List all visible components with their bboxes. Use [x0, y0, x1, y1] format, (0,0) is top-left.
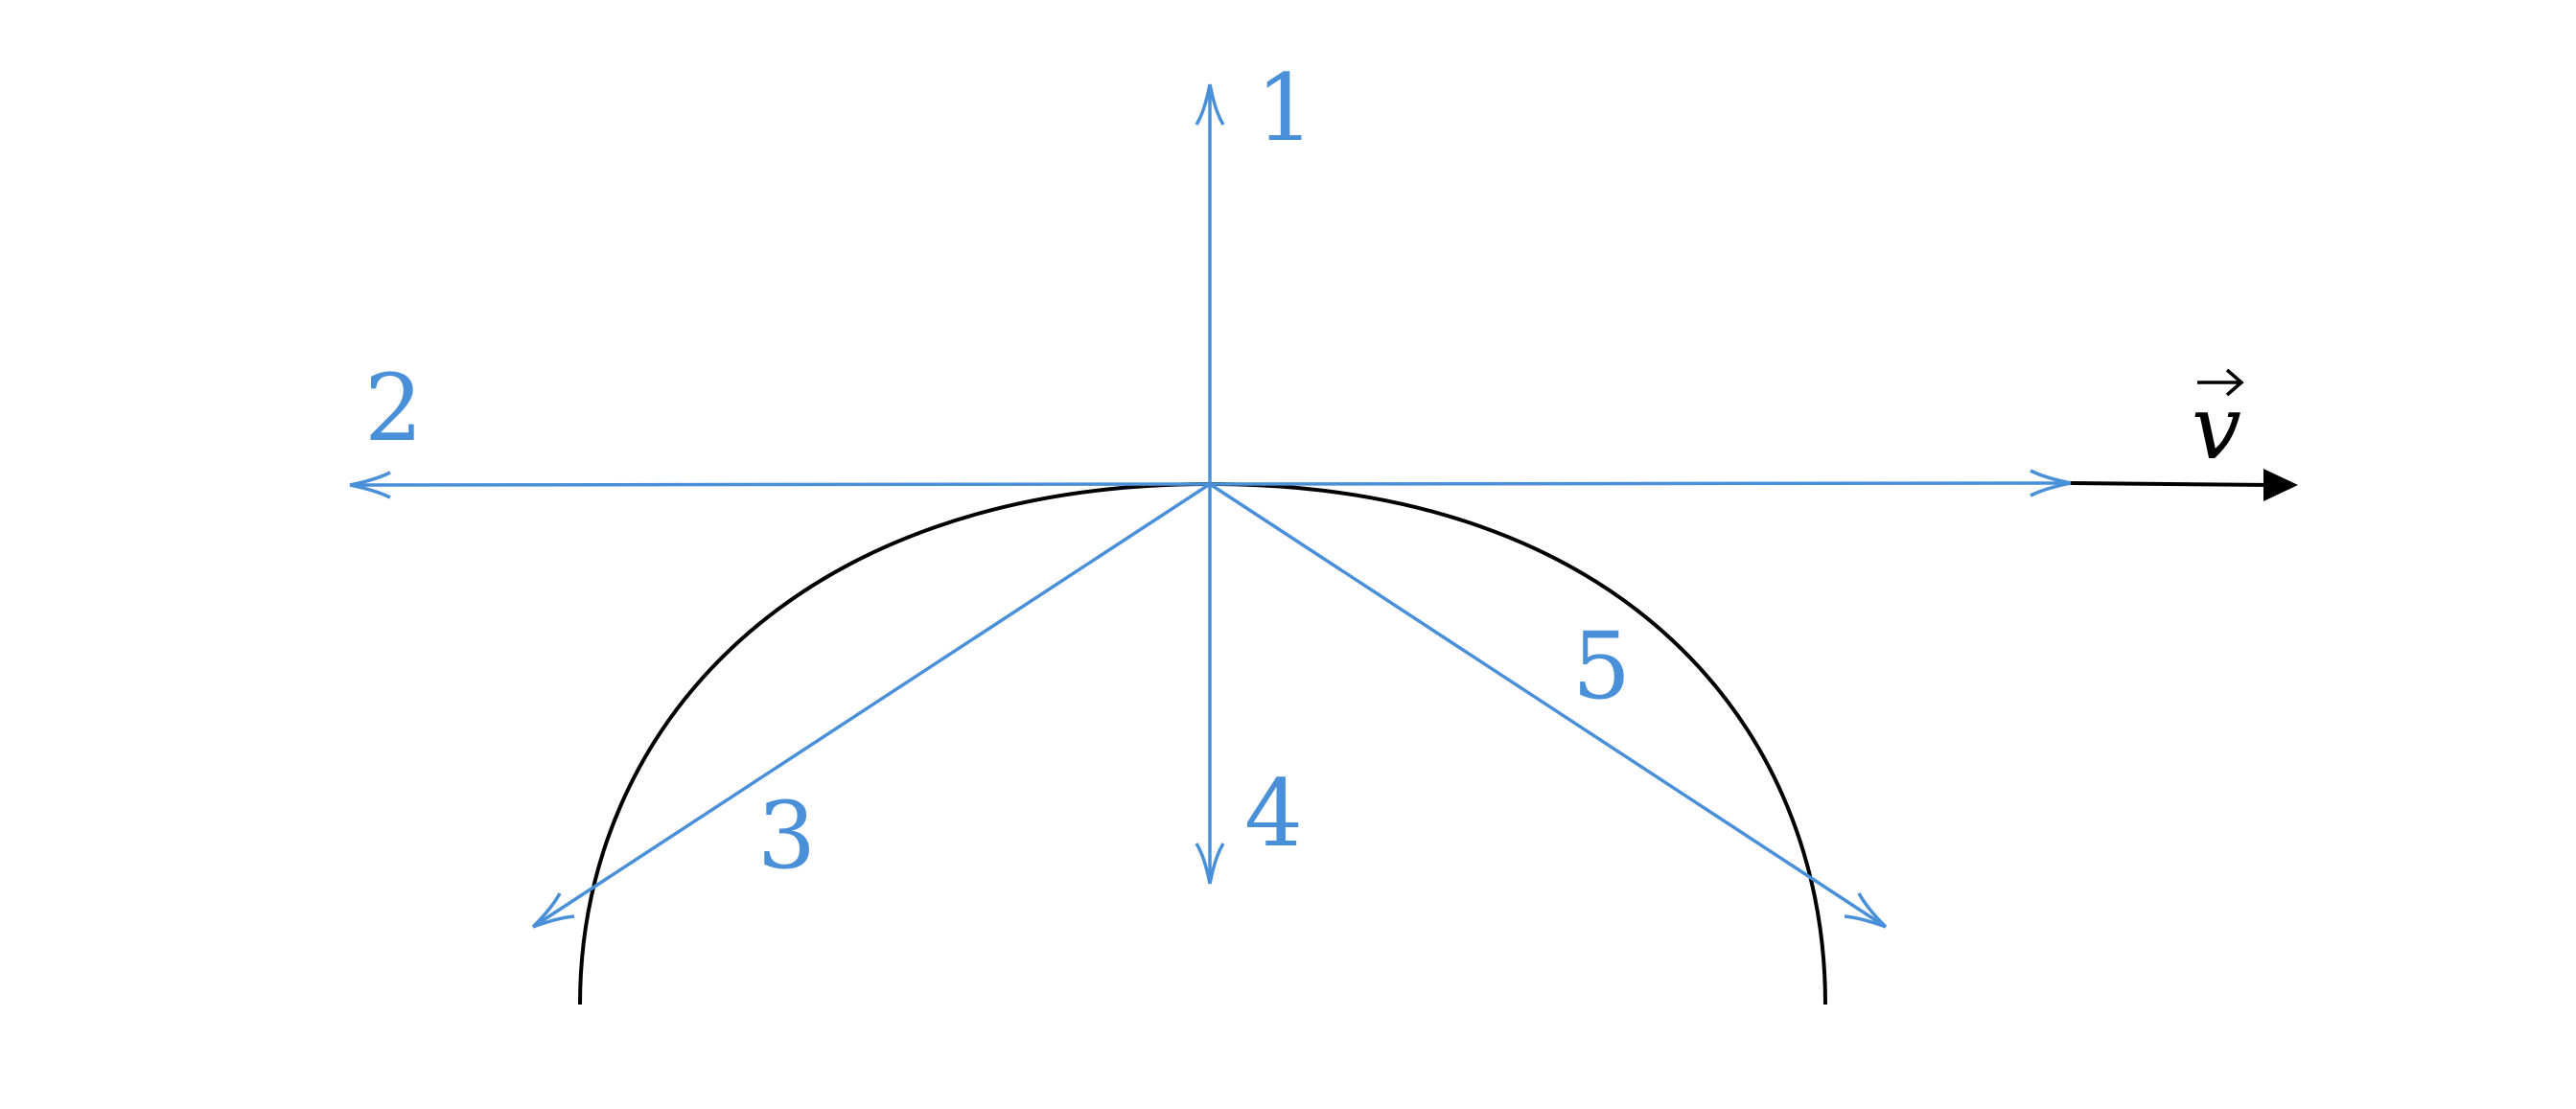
velocity-label: v	[2192, 377, 2241, 479]
ray-1-label: 1	[1256, 55, 1314, 162]
boundary-curve	[578, 481, 1827, 1005]
ray-2-arrowhead	[349, 471, 391, 499]
ray-3-arrowhead	[531, 892, 575, 929]
ray-5-arrowhead	[1844, 892, 1888, 929]
ray-2-label: 2	[364, 355, 423, 462]
velocity-arrow-shaft	[2065, 481, 2273, 487]
ray-4-label: 4	[1244, 760, 1303, 867]
ray-right-arrowhead	[2030, 469, 2072, 497]
ray-5-line	[1209, 482, 1887, 929]
ray-1-arrowhead	[1195, 83, 1225, 126]
ray-right-line	[1209, 481, 2067, 486]
velocity-arrowhead	[2263, 469, 2298, 501]
vector-arrow-icon	[2197, 368, 2244, 397]
ray-4-arrowhead	[1195, 843, 1225, 885]
ray-2-line	[349, 482, 1211, 487]
ray-3-label: 3	[757, 782, 816, 890]
ray-3-line	[532, 482, 1211, 929]
ray-5-label: 5	[1572, 612, 1631, 720]
